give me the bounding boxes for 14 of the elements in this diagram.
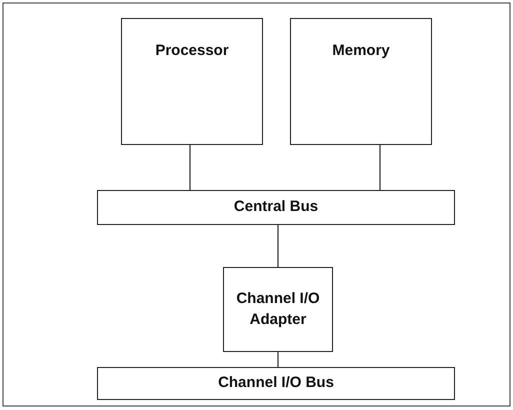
- node-label: Central Bus: [234, 197, 318, 218]
- bus-box: [97, 190, 455, 225]
- processor-box: [121, 18, 263, 145]
- memory-box: [290, 18, 432, 145]
- node-label: Memory: [332, 41, 390, 61]
- connector-line: [189, 145, 191, 190]
- node-label: Channel I/O Adapter: [235, 289, 321, 330]
- connector-line: [277, 225, 279, 267]
- connector-line: [277, 352, 279, 367]
- adapter-box: [223, 267, 333, 352]
- node-label: Processor: [155, 41, 229, 61]
- bus-box: [97, 367, 455, 400]
- node-label: Channel I/O Bus: [218, 373, 334, 394]
- connector-line: [379, 145, 381, 190]
